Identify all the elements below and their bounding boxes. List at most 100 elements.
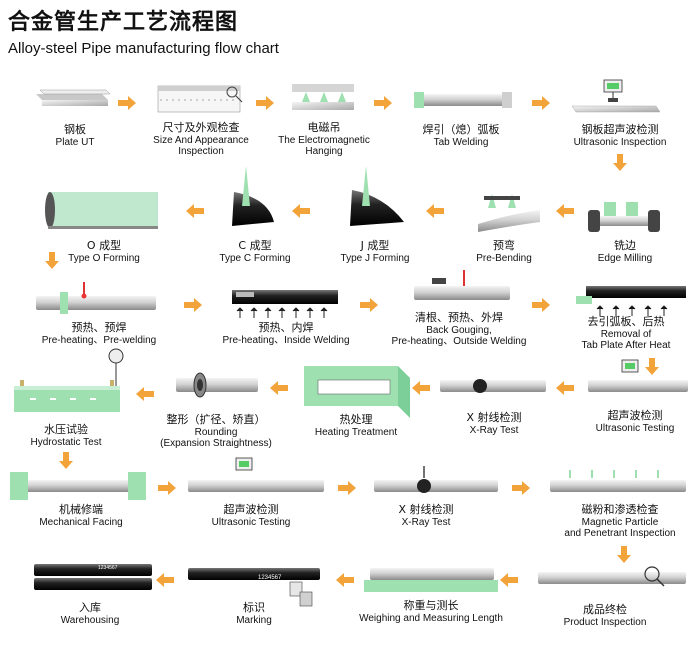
step-label-en: X-Ray Test — [469, 424, 519, 436]
step-label-en: Heating Treatment — [314, 426, 398, 438]
step-label-en: Hydrostatic Test — [30, 436, 102, 448]
step-label-en: Pre-heating、Inside Welding — [222, 334, 350, 346]
step-label-cn: 去引弧板、后热 — [587, 315, 665, 328]
step-label-cn: 整形（扩径、矫直） — [166, 413, 266, 426]
step-label-cn: 铣边 — [614, 239, 636, 252]
step-label-en: Magnetic Particle — [581, 516, 659, 528]
step-label-cn: 水压试验 — [44, 423, 88, 436]
arrow-24 — [500, 573, 518, 587]
step-label-j-forming: J 成型 Type J Forming — [330, 239, 420, 264]
arrow-16 — [412, 381, 430, 395]
step-label-en: Mechanical Facing — [39, 516, 123, 528]
step-label-en: Edge Milling — [597, 252, 653, 264]
step-label-cn: 电磁吊 — [307, 121, 341, 134]
step-label-weighing: 称重与测长 Weighing and Measuring Length — [350, 599, 512, 624]
step-label-en: Plate UT — [55, 136, 95, 148]
arrow-23 — [617, 546, 631, 563]
step-label-tab-removal: 去引弧板、后热 Removal of Tab Plate After Heat — [566, 315, 686, 352]
title-chinese: 合金管生产工艺流程图 — [8, 10, 239, 35]
step-c-forming-figure — [232, 166, 274, 226]
step-label-cn: J 成型 — [360, 239, 390, 252]
step-label-cn: 机械修端 — [59, 503, 103, 516]
step-label-en: Size And Appearance — [153, 134, 249, 146]
arrow-12 — [360, 298, 378, 312]
step-label-c-forming: C 成型 Type C Forming — [210, 239, 300, 264]
step-label-ultrasonic-testing: 超声波检测 Ultrasonic Testing — [580, 409, 690, 434]
step-label-en: Ultrasonic Testing — [211, 516, 291, 528]
arrow-17 — [270, 381, 288, 395]
step-label-cn: 钢板超声波检测 — [581, 123, 659, 136]
step-label-cn: 预弯 — [493, 239, 515, 252]
step-label-en: Type O Forming — [68, 252, 140, 264]
step-label-cn: 预热、内焊 — [258, 321, 314, 334]
arrow-14 — [645, 358, 659, 375]
step-label-rounding: 整形（扩径、矫直） Rounding (Expansion Straightne… — [154, 413, 278, 450]
step-xray-figure-1 — [440, 379, 546, 393]
step-label-en: Type J Forming — [340, 252, 410, 264]
arrow-18 — [136, 387, 154, 401]
step-inside-welding-figure — [232, 290, 338, 318]
step-label-en: Weighing and Measuring Length — [359, 612, 503, 624]
step-label-product-inspection: 成品终检 Product Inspection — [550, 603, 660, 628]
step-label-cn: 钢板 — [64, 123, 86, 136]
step-o-forming-figure — [45, 192, 158, 229]
step-label-cn: X 射线检测 — [466, 411, 522, 424]
step-electromagnetic-figure — [292, 84, 354, 110]
step-label-hydrostatic: 水压试验 Hydrostatic Test — [16, 423, 116, 448]
arrow-3 — [374, 96, 392, 110]
arrow-19 — [59, 452, 73, 469]
step-label-en-2: and Penetrant Inspection — [564, 528, 676, 540]
step-ultrasonic-testing-figure — [588, 359, 688, 392]
arrow-8 — [292, 204, 310, 218]
arrow-22 — [512, 481, 530, 495]
step-label-cn: 成品终检 — [583, 603, 627, 616]
step-label-cn: 预热、预焊 — [71, 321, 127, 334]
step-label-en-2: Hanging — [305, 146, 343, 158]
step-label-en-2: Inspection — [178, 146, 224, 158]
step-label-size-inspection: 尺寸及外观检查 Size And Appearance Inspection — [136, 121, 266, 158]
arrow-2 — [256, 96, 274, 110]
step-label-cn: O 成型 — [86, 239, 122, 252]
step-hydrostatic-figure — [14, 348, 124, 412]
step-label-pre-bending: 预弯 Pre-Bending — [462, 239, 546, 264]
arrow-21 — [338, 481, 356, 495]
step-label-en: Pre-Bending — [476, 252, 532, 264]
arrow-9 — [186, 204, 204, 218]
step-label-inside-welding: 预热、内焊 Pre-heating、Inside Welding — [206, 321, 366, 346]
step-heat-treatment-figure — [304, 366, 410, 418]
step-label-cn: 热处理 — [339, 413, 373, 426]
step-product-inspection-figure — [538, 566, 686, 587]
step-label-cn: 焊引（熄）弧板 — [422, 123, 500, 136]
step-label-pre-welding: 预热、预焊 Pre-heating、Pre-welding — [26, 321, 172, 346]
step-label-en: Removal of — [600, 328, 652, 340]
step-xray-figure-2 — [374, 466, 498, 493]
step-tab-welding-figure — [414, 92, 512, 108]
step-rounding-figure — [176, 372, 258, 398]
step-edge-milling-figure — [588, 202, 660, 232]
step-size-inspection-figure — [157, 85, 243, 113]
step-label-en: Ultrasonic Testing — [595, 422, 675, 434]
step-label-en: Rounding — [194, 426, 238, 438]
step-label-electromagnetic: 电磁吊 The Electromagnetic Hanging — [264, 121, 384, 158]
step-pre-bending-figure — [478, 194, 540, 232]
step-marking-figure — [188, 568, 320, 607]
step-label-en: Product Inspection — [563, 616, 647, 628]
arrow-5 — [613, 154, 627, 171]
step-label-plate-ultrasonic: 钢板超声波检测 Ultrasonic Inspection — [560, 123, 680, 148]
step-label-en: X-Ray Test — [401, 516, 451, 528]
step-label-cn: 标识 — [243, 601, 265, 614]
step-label-en: Type C Forming — [219, 252, 291, 264]
step-outside-welding-figure — [414, 270, 510, 300]
step-label-cn: 尺寸及外观检查 — [162, 121, 240, 134]
step-label-warehousing: 入库 Warehousing — [50, 601, 130, 626]
step-label-cn: 称重与测长 — [403, 599, 459, 612]
step-plate-ut-figure — [36, 89, 111, 106]
step-label-en: Pre-heating、Pre-welding — [41, 334, 157, 346]
step-label-en: Tab Welding — [433, 136, 489, 148]
step-weighing-figure — [364, 568, 498, 592]
step-label-cn: 超声波检测 — [607, 409, 663, 422]
step-pre-welding-figure — [36, 282, 156, 314]
step-label-en-2: Pre-heating、Outside Welding — [391, 336, 527, 348]
step-label-xray-2: X 射线检测 X-Ray Test — [384, 503, 468, 528]
arrow-11 — [184, 298, 202, 312]
